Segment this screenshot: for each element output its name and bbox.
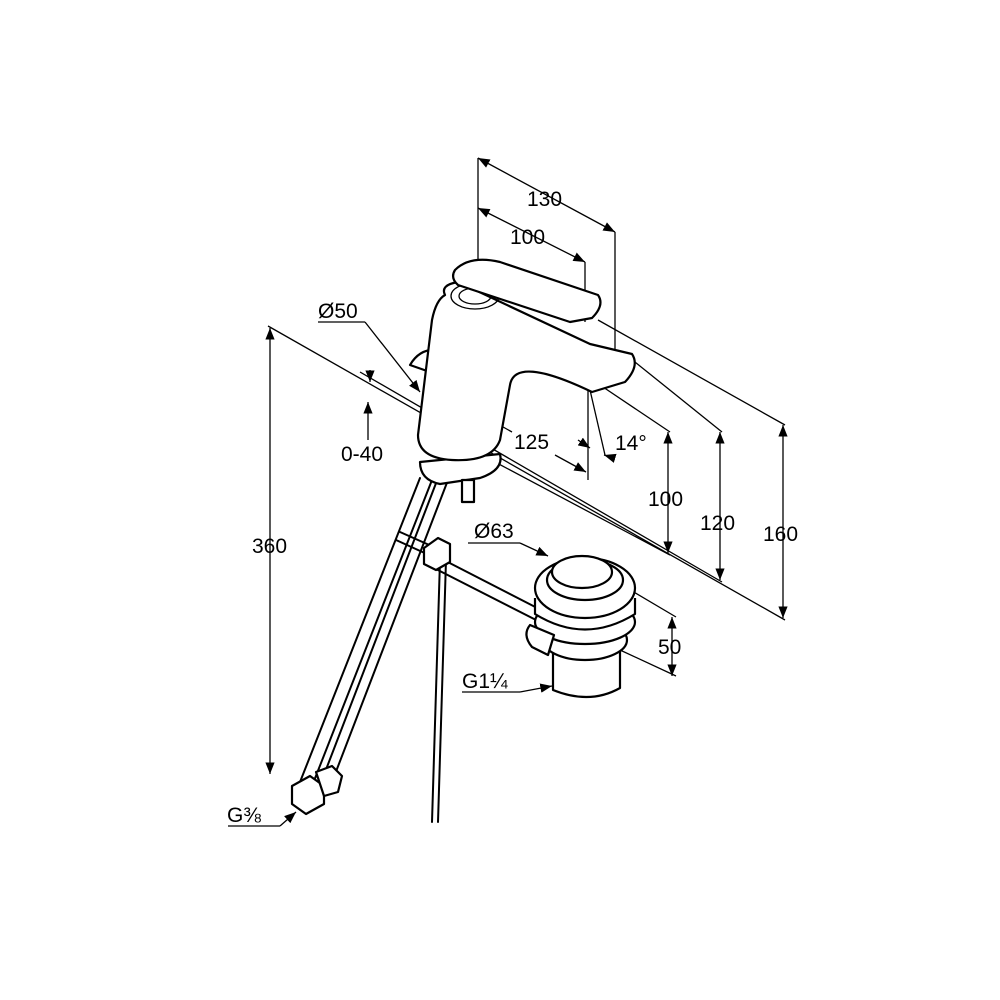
dim-reach: 125 bbox=[514, 431, 549, 454]
waste-valve bbox=[525, 554, 637, 699]
dim-hose-length: 360 bbox=[252, 535, 287, 558]
dim-waste-diameter: Ø63 bbox=[474, 520, 514, 543]
dim-waste-height: 50 bbox=[658, 636, 681, 659]
dim-hose-thread: G⅜ bbox=[227, 804, 261, 827]
faucet bbox=[408, 258, 636, 504]
dim-angle: 14° bbox=[615, 432, 647, 455]
dim-100-top: 100 bbox=[510, 226, 545, 249]
hoses bbox=[290, 477, 449, 823]
dim-body-diameter: Ø50 bbox=[318, 300, 358, 323]
pop-up-rod bbox=[422, 536, 546, 623]
dim-height-120: 120 bbox=[700, 512, 735, 535]
dimension-labels: 130 100 Ø50 0-40 125 14° 100 120 160 360… bbox=[227, 188, 798, 827]
dim-130: 130 bbox=[527, 188, 562, 211]
dimension-lines bbox=[228, 157, 788, 827]
dim-waste-thread: G1¼ bbox=[462, 670, 508, 693]
dim-range: 0-40 bbox=[341, 443, 383, 466]
dim-height-100: 100 bbox=[648, 488, 683, 511]
dim-height-160: 160 bbox=[763, 523, 798, 546]
